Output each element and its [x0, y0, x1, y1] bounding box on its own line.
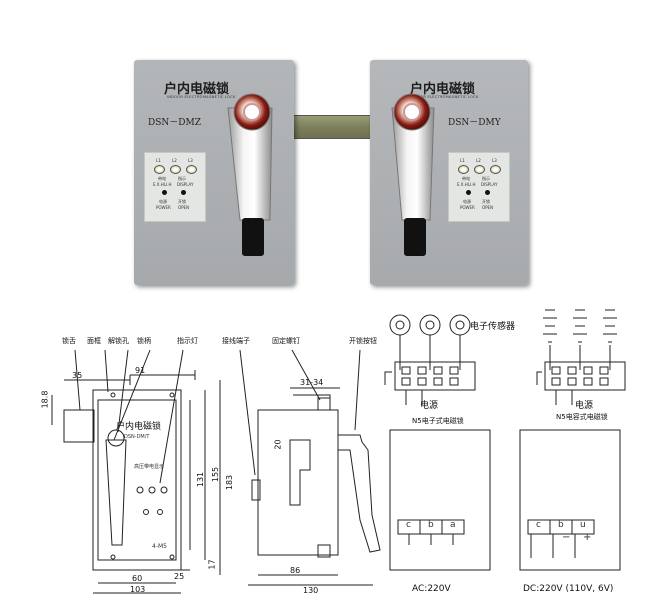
status-cn: 带电	[158, 176, 166, 181]
led-label: L2	[172, 158, 177, 163]
dim-17: 17	[207, 559, 217, 570]
front-indicator-label: 高压带电显示	[134, 464, 165, 470]
dim-86: 86	[290, 566, 301, 575]
terminal-b-left: b	[428, 520, 434, 530]
label-lock-tongue: 锁舌	[62, 337, 76, 345]
led-label: L3	[492, 158, 497, 163]
terminal-c-right: c	[536, 520, 541, 530]
front-title: 户内电磁锁	[116, 422, 162, 432]
led-label: L2	[476, 158, 481, 163]
dim-131: 131	[196, 471, 206, 488]
led-l3	[490, 165, 501, 174]
dim-25: 25	[174, 572, 185, 581]
lock-panel-right: 户内电磁锁 INDOOR ELECTROMAGNETIC LOCK DSN－DM…	[370, 60, 528, 285]
front-frame	[92, 389, 182, 571]
led-l2	[474, 165, 485, 174]
connecting-bracket	[286, 115, 380, 139]
terminal-u-right: u	[580, 520, 586, 530]
status-cn: 指示	[482, 176, 490, 181]
label-unlock-hole: 解锁孔	[108, 337, 129, 345]
wiring-box-left	[389, 429, 491, 571]
led-label: L3	[188, 158, 193, 163]
voltage-ac: AC:220V	[412, 584, 451, 594]
dim-31-34: 31-34	[300, 378, 324, 387]
dim-183: 183	[225, 474, 235, 491]
panel-title: 户内电磁锁	[410, 82, 476, 97]
caption-left: N5电子式电磁锁	[412, 417, 464, 425]
lock-handle-right	[391, 93, 435, 256]
label-unlock-button: 开锁按钮	[349, 337, 377, 345]
dim-18-8: 18.8	[40, 390, 50, 409]
label-handle: 锁柄	[137, 337, 151, 345]
lock-handle-left	[227, 93, 273, 256]
label-terminal: 接线端子	[222, 337, 250, 345]
indicator-plate: L1 L2 L3 带电 指示 E.X.HLI.H DISPLAY 电源 开锁 P…	[144, 152, 206, 222]
label-indicator-light: 指示灯	[177, 337, 198, 345]
front-model: DSN-DM/T	[124, 434, 150, 440]
led-label: L1	[156, 158, 161, 163]
power-label-cn: 电源	[159, 199, 167, 204]
dim-91: 91	[135, 366, 146, 375]
terminal-b-right: b	[558, 520, 564, 530]
dim-103: 103	[130, 585, 146, 594]
status-en: E.X.HLI.H	[457, 182, 476, 187]
power-label-right: 电源	[575, 401, 594, 411]
status-cn: 带电	[462, 176, 470, 181]
terminal-a-left: a	[450, 520, 456, 530]
sensor-label: 电子传感器	[470, 322, 516, 332]
panel-title: 户内电磁锁	[164, 82, 230, 97]
led-label: L1	[460, 158, 465, 163]
status-en: DISPLAY	[177, 182, 194, 187]
caption-right: N5电容式电磁锁	[556, 413, 608, 421]
terminal-c-left: c	[406, 520, 411, 530]
power-label-en: POWER	[156, 205, 171, 210]
front-holes-label: 4-M5	[152, 543, 167, 550]
wiring-box-right	[519, 429, 621, 571]
dim-35: 35	[72, 371, 83, 380]
dim-155: 155	[211, 466, 221, 483]
power-dot	[162, 190, 167, 195]
open-dot	[485, 190, 490, 195]
minus-sign: −	[562, 532, 571, 543]
power-label-cn: 电源	[463, 199, 471, 204]
label-face-frame: 面框	[87, 337, 101, 345]
side-body	[257, 409, 339, 556]
open-label-en: OPEN	[482, 205, 494, 210]
open-label-en: OPEN	[178, 205, 190, 210]
status-cn: 指示	[178, 176, 186, 181]
plus-sign: +	[583, 532, 592, 543]
dim-20: 20	[273, 439, 283, 450]
power-label-left: 电源	[420, 401, 439, 411]
open-label-cn: 开锁	[482, 199, 490, 204]
open-label-cn: 开锁	[178, 199, 186, 204]
panel-model: DSN－DMZ	[148, 118, 201, 128]
status-en: DISPLAY	[481, 182, 498, 187]
dim-130: 130	[303, 586, 319, 595]
dim-60: 60	[132, 574, 143, 583]
panel-subtitle: INDOOR ELECTROMAGNETIC LOCK	[167, 95, 236, 99]
led-l1	[154, 165, 165, 174]
voltage-dc: DC:220V (110V, 6V)	[523, 584, 614, 594]
power-label-en: POWER	[460, 205, 475, 210]
open-dot	[181, 190, 186, 195]
handles-graphic	[227, 93, 435, 256]
lock-panel-left: 户内电磁锁 INDOOR ELECTROMAGNETIC LOCK DSN－DM…	[134, 60, 294, 285]
led-l1	[458, 165, 469, 174]
power-dot	[466, 190, 471, 195]
label-fixing-screw: 固定螺钉	[272, 337, 300, 345]
indicator-plate: L1 L2 L3 带电 指示 E.X.HLI.H DISPLAY 电源 开锁 P…	[448, 152, 510, 222]
panel-subtitle: INDOOR ELECTROMAGNETIC LOCK	[410, 95, 479, 99]
led-l2	[170, 165, 181, 174]
status-en: E.X.HLI.H	[153, 182, 172, 187]
panel-model: DSN－DMY	[448, 118, 501, 128]
led-l3	[186, 165, 197, 174]
